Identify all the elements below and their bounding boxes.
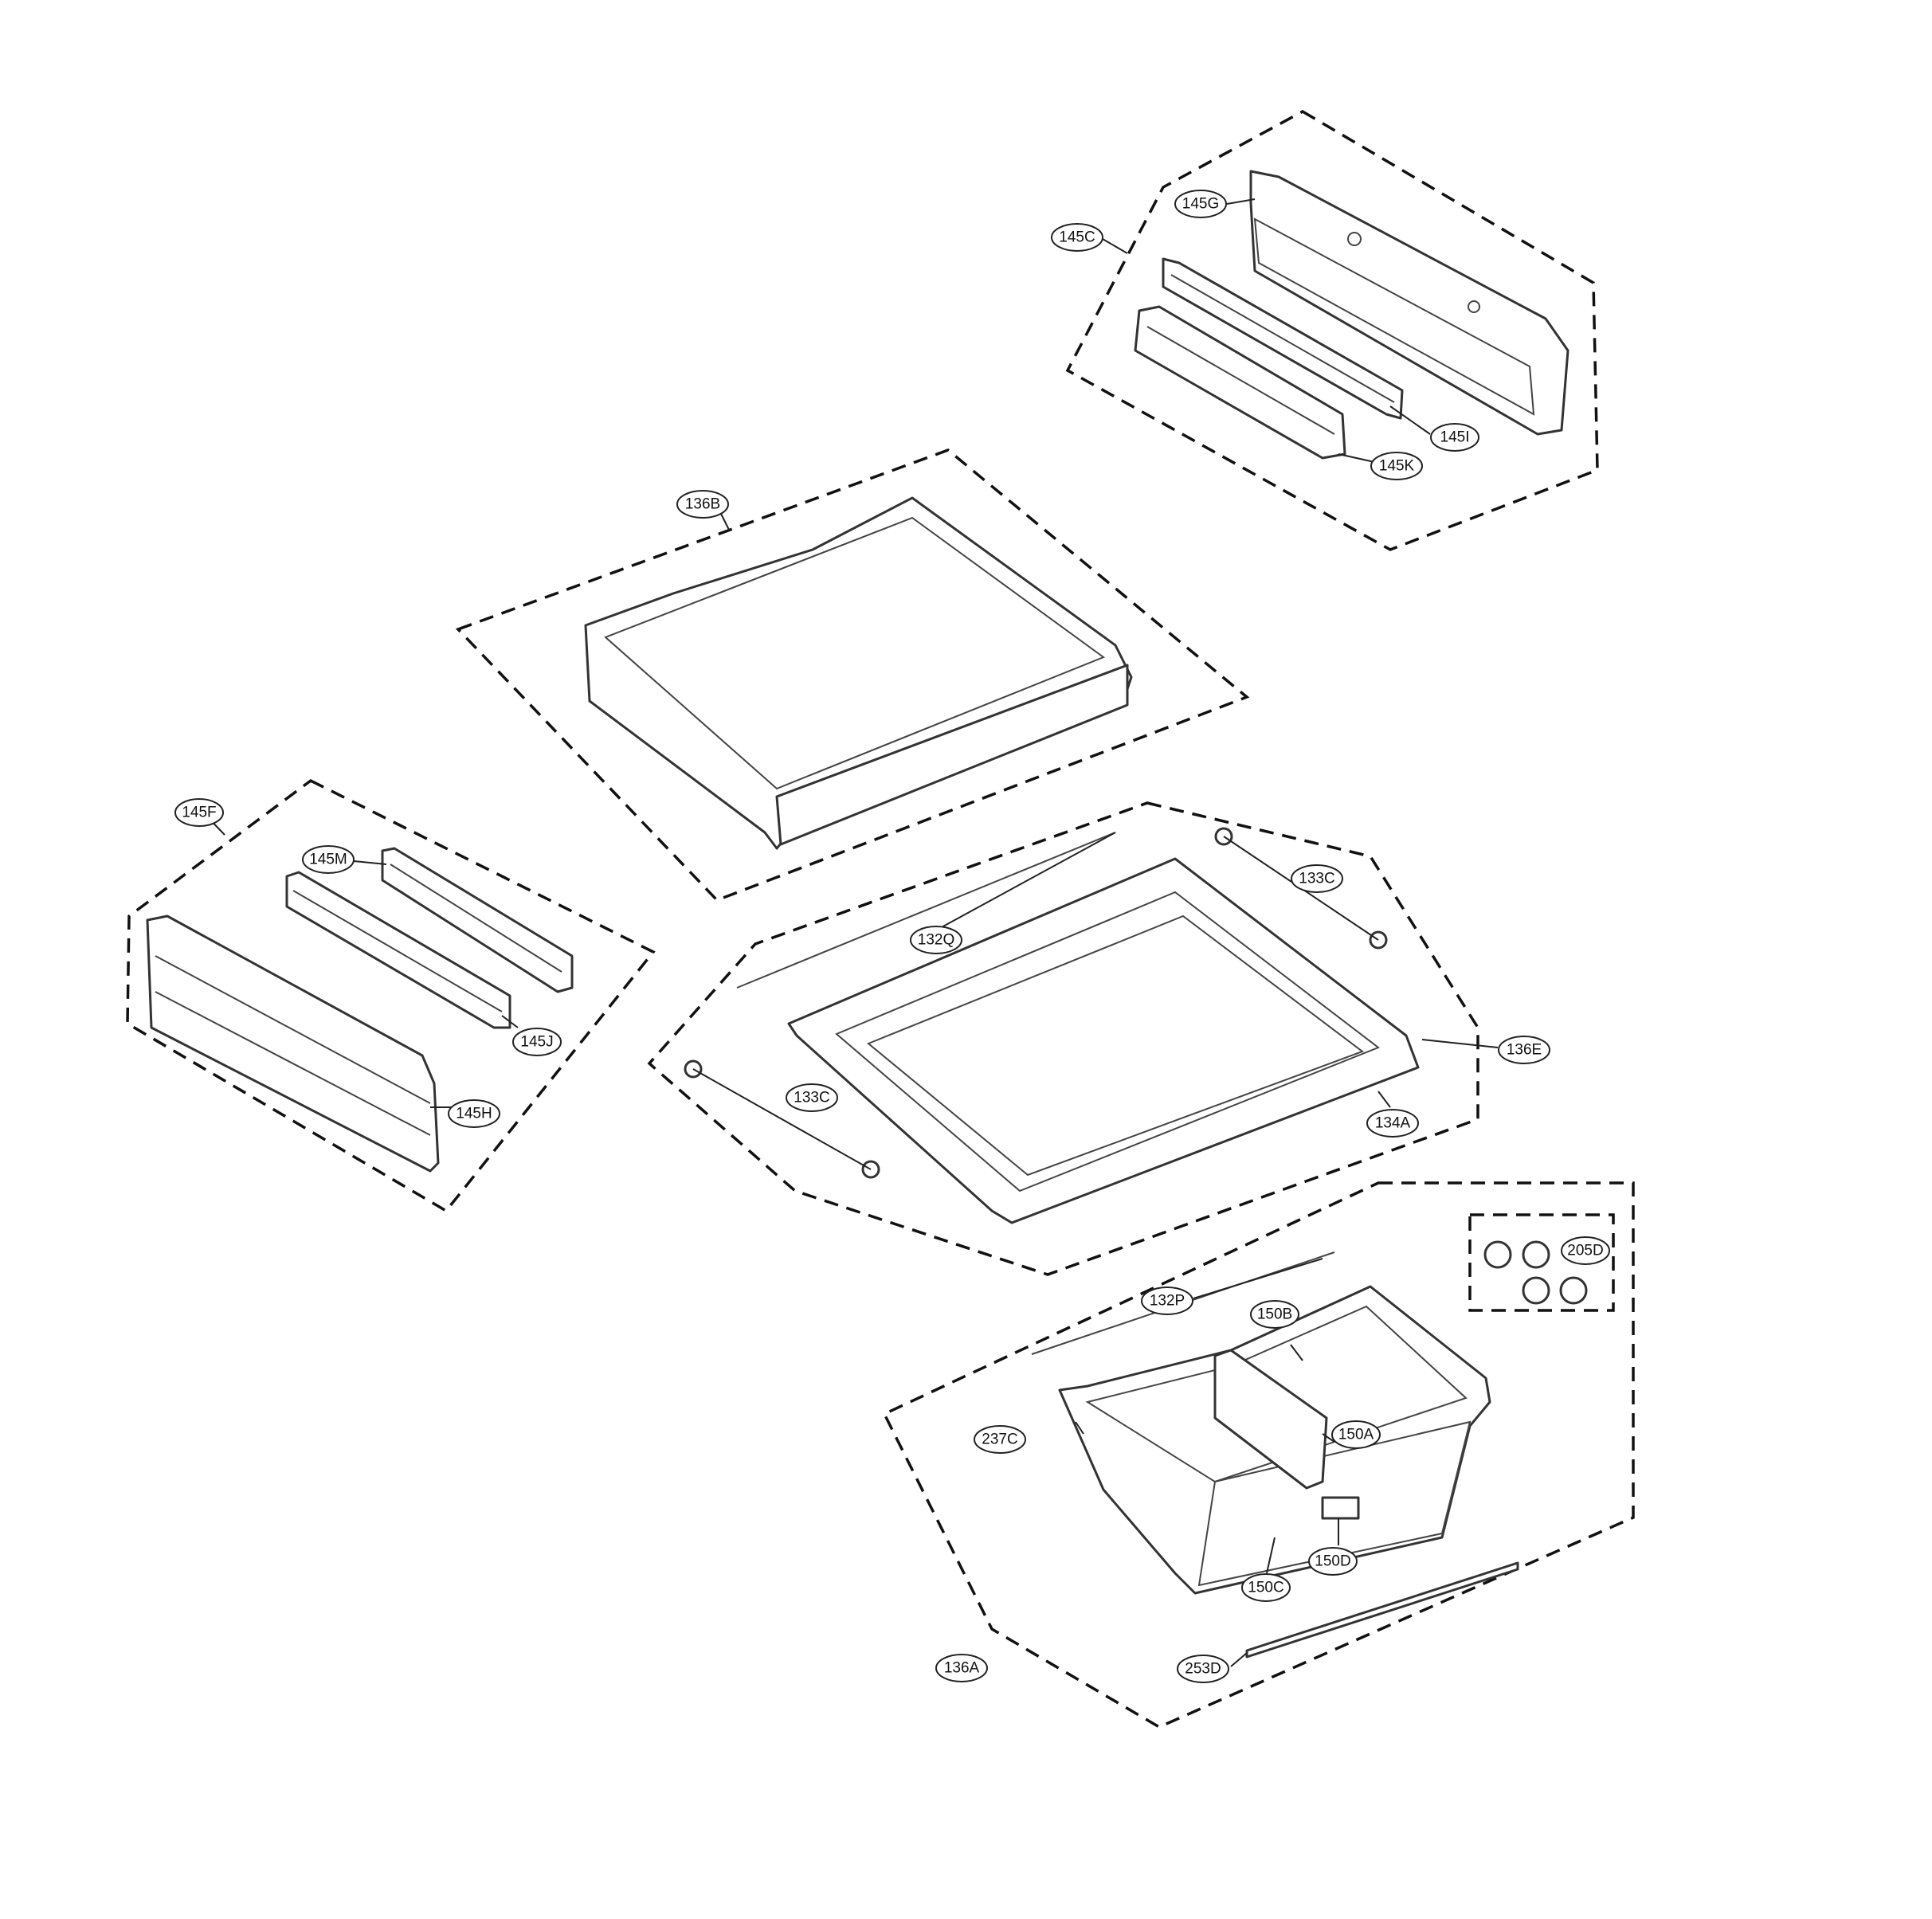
part-132Q-trim [736, 832, 1116, 989]
callout-150C: 150C [1241, 1573, 1291, 1602]
part-134A-shelf-frame [787, 857, 1420, 1224]
callout-136A: 136A [935, 1654, 988, 1682]
callout-145C: 145C [1051, 223, 1103, 252]
part-145K-slide-rail [1134, 305, 1346, 460]
svg-text:150A: 150A [1338, 1427, 1374, 1443]
svg-text:134A: 134A [1375, 1115, 1411, 1132]
callout-150B: 150B [1250, 1300, 1299, 1329]
svg-text:136A: 136A [944, 1660, 980, 1677]
callout-145F: 145F [174, 798, 224, 827]
callout-145H: 145H [448, 1099, 500, 1128]
svg-text:133C: 133C [794, 1090, 829, 1106]
callout-145K: 145K [1370, 452, 1423, 480]
svg-text:132Q: 132Q [918, 932, 954, 949]
part-253D-trim-strip [1245, 1561, 1519, 1659]
part-145G-rail-bracket [1249, 170, 1570, 436]
svg-text:145M: 145M [309, 852, 347, 868]
part-145H-rail-bracket [146, 914, 440, 1173]
callout-205D: 205D [1561, 1236, 1610, 1265]
callout-145J: 145J [512, 1028, 562, 1056]
svg-text:205D: 205D [1567, 1243, 1603, 1259]
callout-253D: 253D [1177, 1655, 1229, 1683]
svg-text:145K: 145K [1379, 458, 1415, 475]
callout-132P: 132P [1141, 1287, 1193, 1315]
callout-134A: 134A [1366, 1109, 1419, 1138]
part-145M-slide-rail [381, 847, 574, 993]
svg-text:145C: 145C [1059, 229, 1095, 246]
svg-text:253D: 253D [1185, 1661, 1221, 1678]
svg-text:150C: 150C [1248, 1580, 1283, 1596]
group-boundary-136B [455, 448, 1250, 903]
group-boundary-145F [126, 778, 656, 1213]
leader-lines [202, 198, 1499, 1667]
svg-text:237C: 237C [982, 1431, 1017, 1448]
callout-150A: 150A [1331, 1420, 1381, 1449]
part-205D-feet [1483, 1240, 1588, 1305]
group-boundary-205D [1468, 1213, 1615, 1312]
callout-145G: 145G [1174, 190, 1227, 218]
svg-text:133C: 133C [1299, 871, 1334, 887]
callout-133C-bottom: 133C [786, 1083, 838, 1112]
part-145I-slide-rail [1162, 257, 1404, 420]
group-boundary-136A [882, 1181, 1635, 1729]
part-150A-divider [1213, 1349, 1328, 1490]
svg-text:145G: 145G [1182, 196, 1219, 213]
svg-text:136E: 136E [1507, 1042, 1542, 1059]
callout-136E: 136E [1498, 1036, 1550, 1064]
part-136B-drawer [584, 496, 1133, 850]
callout-145M: 145M [302, 845, 355, 874]
callout-237C: 237C [974, 1425, 1026, 1454]
svg-text:145H: 145H [456, 1106, 492, 1122]
svg-text:150D: 150D [1315, 1553, 1350, 1570]
svg-text:145I: 145I [1440, 429, 1470, 446]
group-boundary-145C [1065, 109, 1599, 551]
svg-text:132P: 132P [1150, 1293, 1185, 1310]
svg-text:136B: 136B [685, 496, 720, 513]
svg-text:145F: 145F [182, 805, 216, 821]
svg-text:145J: 145J [520, 1034, 553, 1051]
callout-133C-top: 133C [1291, 864, 1343, 893]
callout-145I: 145I [1430, 423, 1479, 452]
svg-text:150B: 150B [1257, 1306, 1292, 1323]
part-145J-slide-rail [285, 871, 511, 1029]
part-150D-divider-clip [1321, 1496, 1360, 1520]
group-boundary-136E [647, 801, 1479, 1276]
callout-132Q: 132Q [910, 926, 962, 954]
callout-136B: 136B [676, 490, 729, 519]
callout-150D: 150D [1308, 1547, 1358, 1576]
